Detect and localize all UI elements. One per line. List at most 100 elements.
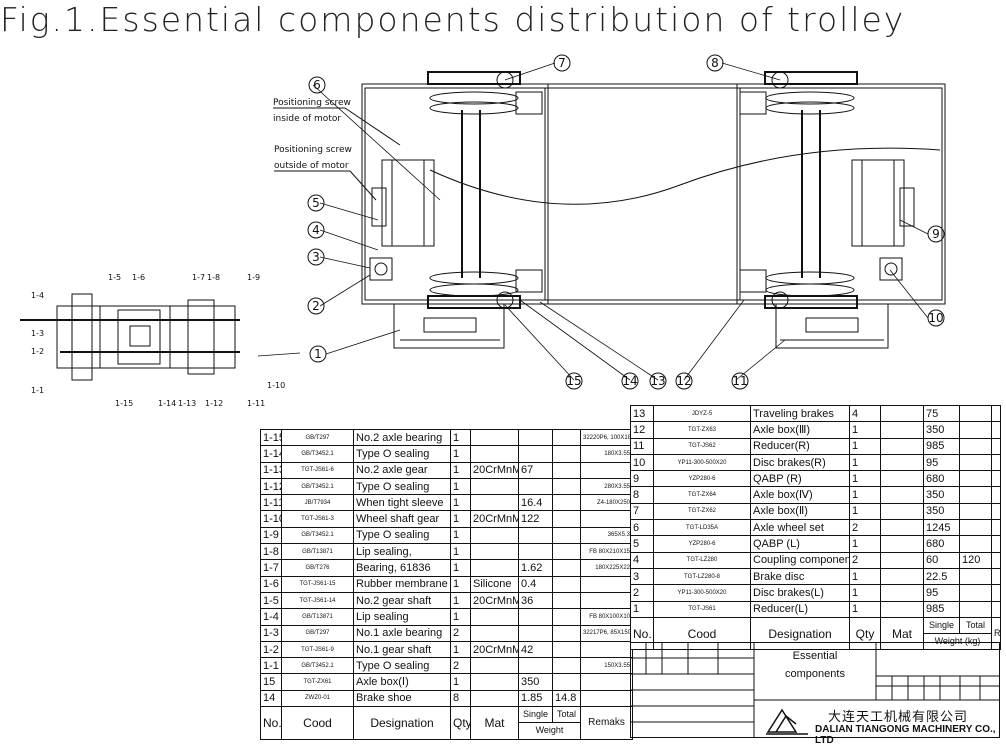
header-code: Cood xyxy=(653,616,751,651)
table-cell xyxy=(518,624,553,642)
table-cell: Type O sealing xyxy=(353,526,451,545)
detail-label: 1-11 xyxy=(247,399,265,408)
callout-3: 3 xyxy=(307,248,325,266)
table-cell: 20CrMnMo xyxy=(470,640,519,659)
table-cell: FB 80X210X15 xyxy=(580,543,633,561)
figure-title: Fig.1.Essential components distribution … xyxy=(0,0,906,39)
table-cell xyxy=(470,624,519,642)
table-cell xyxy=(552,657,581,675)
table-cell: No.2 axle gear xyxy=(353,461,451,479)
table-cell xyxy=(991,404,1001,423)
header-mat: Mat xyxy=(880,616,924,651)
table-cell: 2 xyxy=(849,551,881,569)
detail-label: 1-1 xyxy=(31,386,44,395)
detail-label: 1-2 xyxy=(31,347,44,356)
table-cell xyxy=(959,437,992,455)
table-cell: No.2 axle bearing xyxy=(353,428,451,447)
table-cell: Coupling components xyxy=(750,551,850,569)
table-cell: Disc brakes(L) xyxy=(750,584,850,602)
table-cell: 1-11 xyxy=(260,494,282,512)
table-cell: GB/T3452.1 xyxy=(281,526,354,545)
callout-7: 7 xyxy=(553,54,571,72)
company-logo xyxy=(766,708,808,735)
table-cell: 2 xyxy=(450,657,471,675)
table-cell: GB/T276 xyxy=(281,559,354,577)
table-cell xyxy=(470,608,519,626)
svg-text:5: 5 xyxy=(312,196,320,210)
table-cell: YZP280-6 xyxy=(653,470,751,488)
table-cell: 60 xyxy=(923,551,960,569)
table-cell xyxy=(880,437,924,455)
svg-text:2: 2 xyxy=(312,299,320,313)
detail-label: 1-12 xyxy=(205,399,223,408)
table-cell: 1 xyxy=(450,526,471,545)
header-weight: Weight (kg) xyxy=(923,633,992,651)
table-cell: 95 xyxy=(923,584,960,602)
svg-text:8: 8 xyxy=(711,56,719,70)
table-cell xyxy=(552,526,581,545)
table-cell: No.1 axle bearing xyxy=(353,624,451,642)
table-cell: GB/T297 xyxy=(281,624,354,642)
table-cell xyxy=(580,640,633,659)
callout-8: 8 xyxy=(706,54,724,72)
table-cell xyxy=(470,543,519,561)
table-cell xyxy=(470,494,519,512)
svg-text:13: 13 xyxy=(650,374,665,388)
table-cell: TGT-JS61-14 xyxy=(281,591,354,610)
table-cell: 1 xyxy=(849,486,881,504)
header-qty: Qty xyxy=(450,706,471,740)
table-cell: 2 xyxy=(450,624,471,642)
table-cell: TGT-LZ280 xyxy=(653,551,751,569)
table-cell xyxy=(991,567,1001,586)
table-cell xyxy=(518,526,553,545)
table-cell: 985 xyxy=(923,437,960,455)
table-cell: TGT-JS61-6 xyxy=(281,461,354,479)
table-cell: 14.8 xyxy=(552,689,581,708)
right-wheel-set xyxy=(739,71,858,309)
table-cell: Rubber membrane xyxy=(353,575,451,593)
callout-6: 6 xyxy=(308,76,326,94)
table-cell: 0.4 xyxy=(518,575,553,593)
table-cell xyxy=(991,486,1001,504)
table-cell: Axle box(Ⅳ) xyxy=(750,486,850,504)
table-cell: 22.5 xyxy=(923,567,960,586)
table-cell xyxy=(470,526,519,545)
table-cell xyxy=(580,689,633,708)
table-row: 1-13TGT-JS61-6No.2 axle gear120CrMnMo67 xyxy=(260,461,633,479)
table-cell: 350 xyxy=(923,486,960,504)
table-cell: TGT-ZX64 xyxy=(653,486,751,504)
company-name-cn: 大连天工机械有限公司 xyxy=(828,710,969,725)
svg-text:6: 6 xyxy=(313,78,321,92)
table-cell: 180X3.55 xyxy=(580,445,633,463)
header-total: Total xyxy=(959,616,992,635)
table-cell xyxy=(552,575,581,593)
table-cell xyxy=(552,543,581,561)
detail-label: 1-9 xyxy=(247,273,260,282)
table-cell xyxy=(470,689,519,708)
table-cell: 365X5.3 xyxy=(580,526,633,545)
detail-label: 1-8 xyxy=(207,273,220,282)
table-cell xyxy=(959,584,992,602)
callout-15: 15 xyxy=(565,372,583,390)
table-cell: TGT-JS61 xyxy=(653,600,751,618)
svg-text:4: 4 xyxy=(312,223,320,237)
table-cell: Type O sealing xyxy=(353,445,451,463)
table-cell: Axle box(Ⅱ) xyxy=(750,502,850,521)
table-cell: 1-6 xyxy=(260,575,282,593)
callout-5: 5 xyxy=(307,194,325,212)
table-cell: Silicone xyxy=(470,575,519,593)
